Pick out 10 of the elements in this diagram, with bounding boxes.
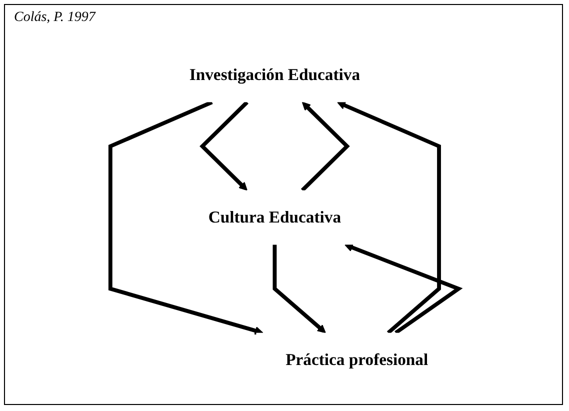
arrow [200,100,248,191]
node-text: Cultura Educativa [208,208,342,227]
node-text: Práctica profesional [286,350,428,370]
arrow [344,243,463,334]
node-text: Investigación Educativa [189,65,360,84]
citation-note: Colás, P. 1997 [14,10,96,26]
arrow [108,100,264,335]
arrow [337,101,441,334]
arrow [300,102,350,192]
arrow [272,244,326,334]
